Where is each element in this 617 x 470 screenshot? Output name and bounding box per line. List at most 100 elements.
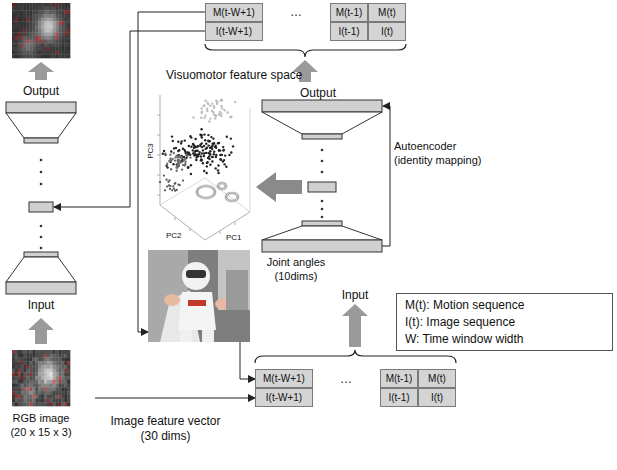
- drawing-part: [24, 252, 58, 257]
- image-pixel: [24, 54, 27, 58]
- scatter-point: [179, 156, 181, 158]
- scatter-point: [177, 162, 179, 164]
- image-pixel: [58, 40, 61, 44]
- image-pixel: [29, 14, 32, 18]
- scatter-point: [163, 150, 165, 152]
- scatter-point: [192, 149, 194, 151]
- image-pixel: [32, 399, 35, 403]
- image-pixel: [53, 369, 56, 373]
- image-pixel: [61, 376, 64, 380]
- image-pixel: [27, 391, 30, 395]
- image-pixel: [21, 36, 24, 40]
- image-pixel: [35, 10, 38, 14]
- wire: [240, 342, 255, 379]
- image-pixel: [64, 387, 67, 391]
- image-pixel: [29, 25, 32, 29]
- image-pixel: [32, 7, 35, 11]
- image-pixel: [15, 376, 18, 380]
- scatter-point: [209, 150, 211, 152]
- image-pixel: [67, 21, 70, 25]
- image-pixel: [58, 25, 61, 29]
- image-pixel: [24, 369, 27, 373]
- image-pixel: [47, 43, 50, 47]
- image-pixel: [29, 21, 32, 25]
- scatter-point: [185, 154, 187, 156]
- image-pixel: [58, 10, 61, 14]
- scatter-point: [196, 150, 198, 152]
- scatter-point: [224, 109, 226, 111]
- scatter-point: [202, 162, 204, 164]
- image-pixel: [64, 395, 67, 399]
- image-pixel: [24, 21, 27, 25]
- scatter-point: [192, 116, 194, 118]
- image-pixel: [64, 47, 67, 51]
- scatter-point: [201, 107, 203, 109]
- image-pixel: [12, 29, 15, 33]
- image-pixel: [47, 36, 50, 40]
- image-pixel: [67, 36, 70, 40]
- note-label: Joint angles (10dims): [260, 256, 332, 284]
- image-pixel: [41, 32, 44, 36]
- drawing-part: [29, 202, 53, 212]
- scatter-point: [203, 133, 205, 135]
- image-pixel: [15, 402, 18, 406]
- image-pixel: [64, 51, 67, 55]
- image-pixel: [61, 365, 64, 369]
- image-pixel: [18, 391, 21, 395]
- image-pixel: [12, 395, 15, 399]
- image-pixel: [47, 3, 50, 7]
- image-pixel: [24, 32, 27, 36]
- scatter-point: [188, 145, 190, 147]
- scatter-point: [206, 197, 208, 199]
- image-pixel: [41, 387, 44, 391]
- scatter-point: [207, 134, 209, 136]
- image-pixel: [18, 354, 21, 358]
- image-pixel: [58, 36, 61, 40]
- image-pixel: [32, 395, 35, 399]
- image-pixel: [24, 380, 27, 384]
- image-pixel: [61, 369, 64, 373]
- image-pixel: [41, 350, 44, 354]
- image-pixel: [21, 361, 24, 365]
- sequence-cell: I(t-W+1): [205, 22, 263, 41]
- scatter-point: [214, 117, 216, 119]
- image-pixel: [64, 376, 67, 380]
- image-pixel: [67, 357, 70, 361]
- image-pixel: [67, 399, 70, 403]
- scatter-point: [211, 110, 213, 112]
- scatter-point: [189, 135, 191, 137]
- image-pixel: [12, 18, 15, 22]
- image-pixel: [61, 21, 64, 25]
- image-pixel: [38, 350, 41, 354]
- image-pixel: [15, 51, 18, 55]
- scatter-point: [204, 185, 206, 187]
- image-pixel: [41, 395, 44, 399]
- image-pixel: [56, 350, 59, 354]
- drawing-part: [40, 171, 43, 174]
- ellipsis: …: [276, 5, 316, 20]
- image-pixel: [38, 40, 41, 44]
- image-pixel: [53, 10, 56, 14]
- image-pixel: [67, 25, 70, 29]
- image-pixel: [53, 387, 56, 391]
- scatter-point: [206, 102, 208, 104]
- image-pixel: [32, 51, 35, 55]
- scatter-point: [177, 150, 179, 152]
- image-pixel: [27, 3, 30, 7]
- image-pixel: [44, 54, 47, 58]
- image-pixel: [61, 18, 64, 22]
- scatter-point: [174, 183, 176, 185]
- image-pixel: [58, 384, 61, 388]
- image-pixel: [29, 395, 32, 399]
- image-pixel: [47, 357, 50, 361]
- image-pixel: [15, 372, 18, 376]
- image-pixel: [47, 32, 50, 36]
- scatter-point: [189, 154, 191, 156]
- scatter-point: [188, 152, 190, 154]
- image-pixel: [15, 391, 18, 395]
- image-pixel: [32, 14, 35, 18]
- image-pixel: [29, 380, 32, 384]
- scatter-point: [166, 163, 168, 165]
- scatter-point: [201, 112, 203, 114]
